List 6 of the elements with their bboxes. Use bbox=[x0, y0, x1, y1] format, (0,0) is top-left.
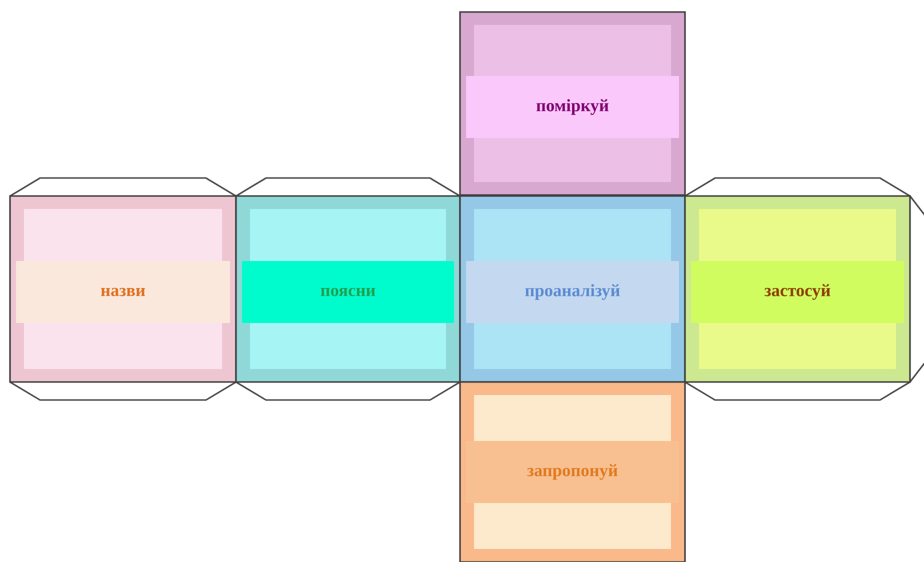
cube-face: застосуй bbox=[684, 195, 911, 383]
cube-face: проаналізуй bbox=[459, 195, 686, 383]
cube-face: запропонуй bbox=[459, 381, 686, 562]
cube-face: поясни bbox=[235, 195, 461, 383]
cube-face: поміркуй bbox=[459, 11, 686, 196]
cube-face: назви bbox=[9, 195, 237, 383]
